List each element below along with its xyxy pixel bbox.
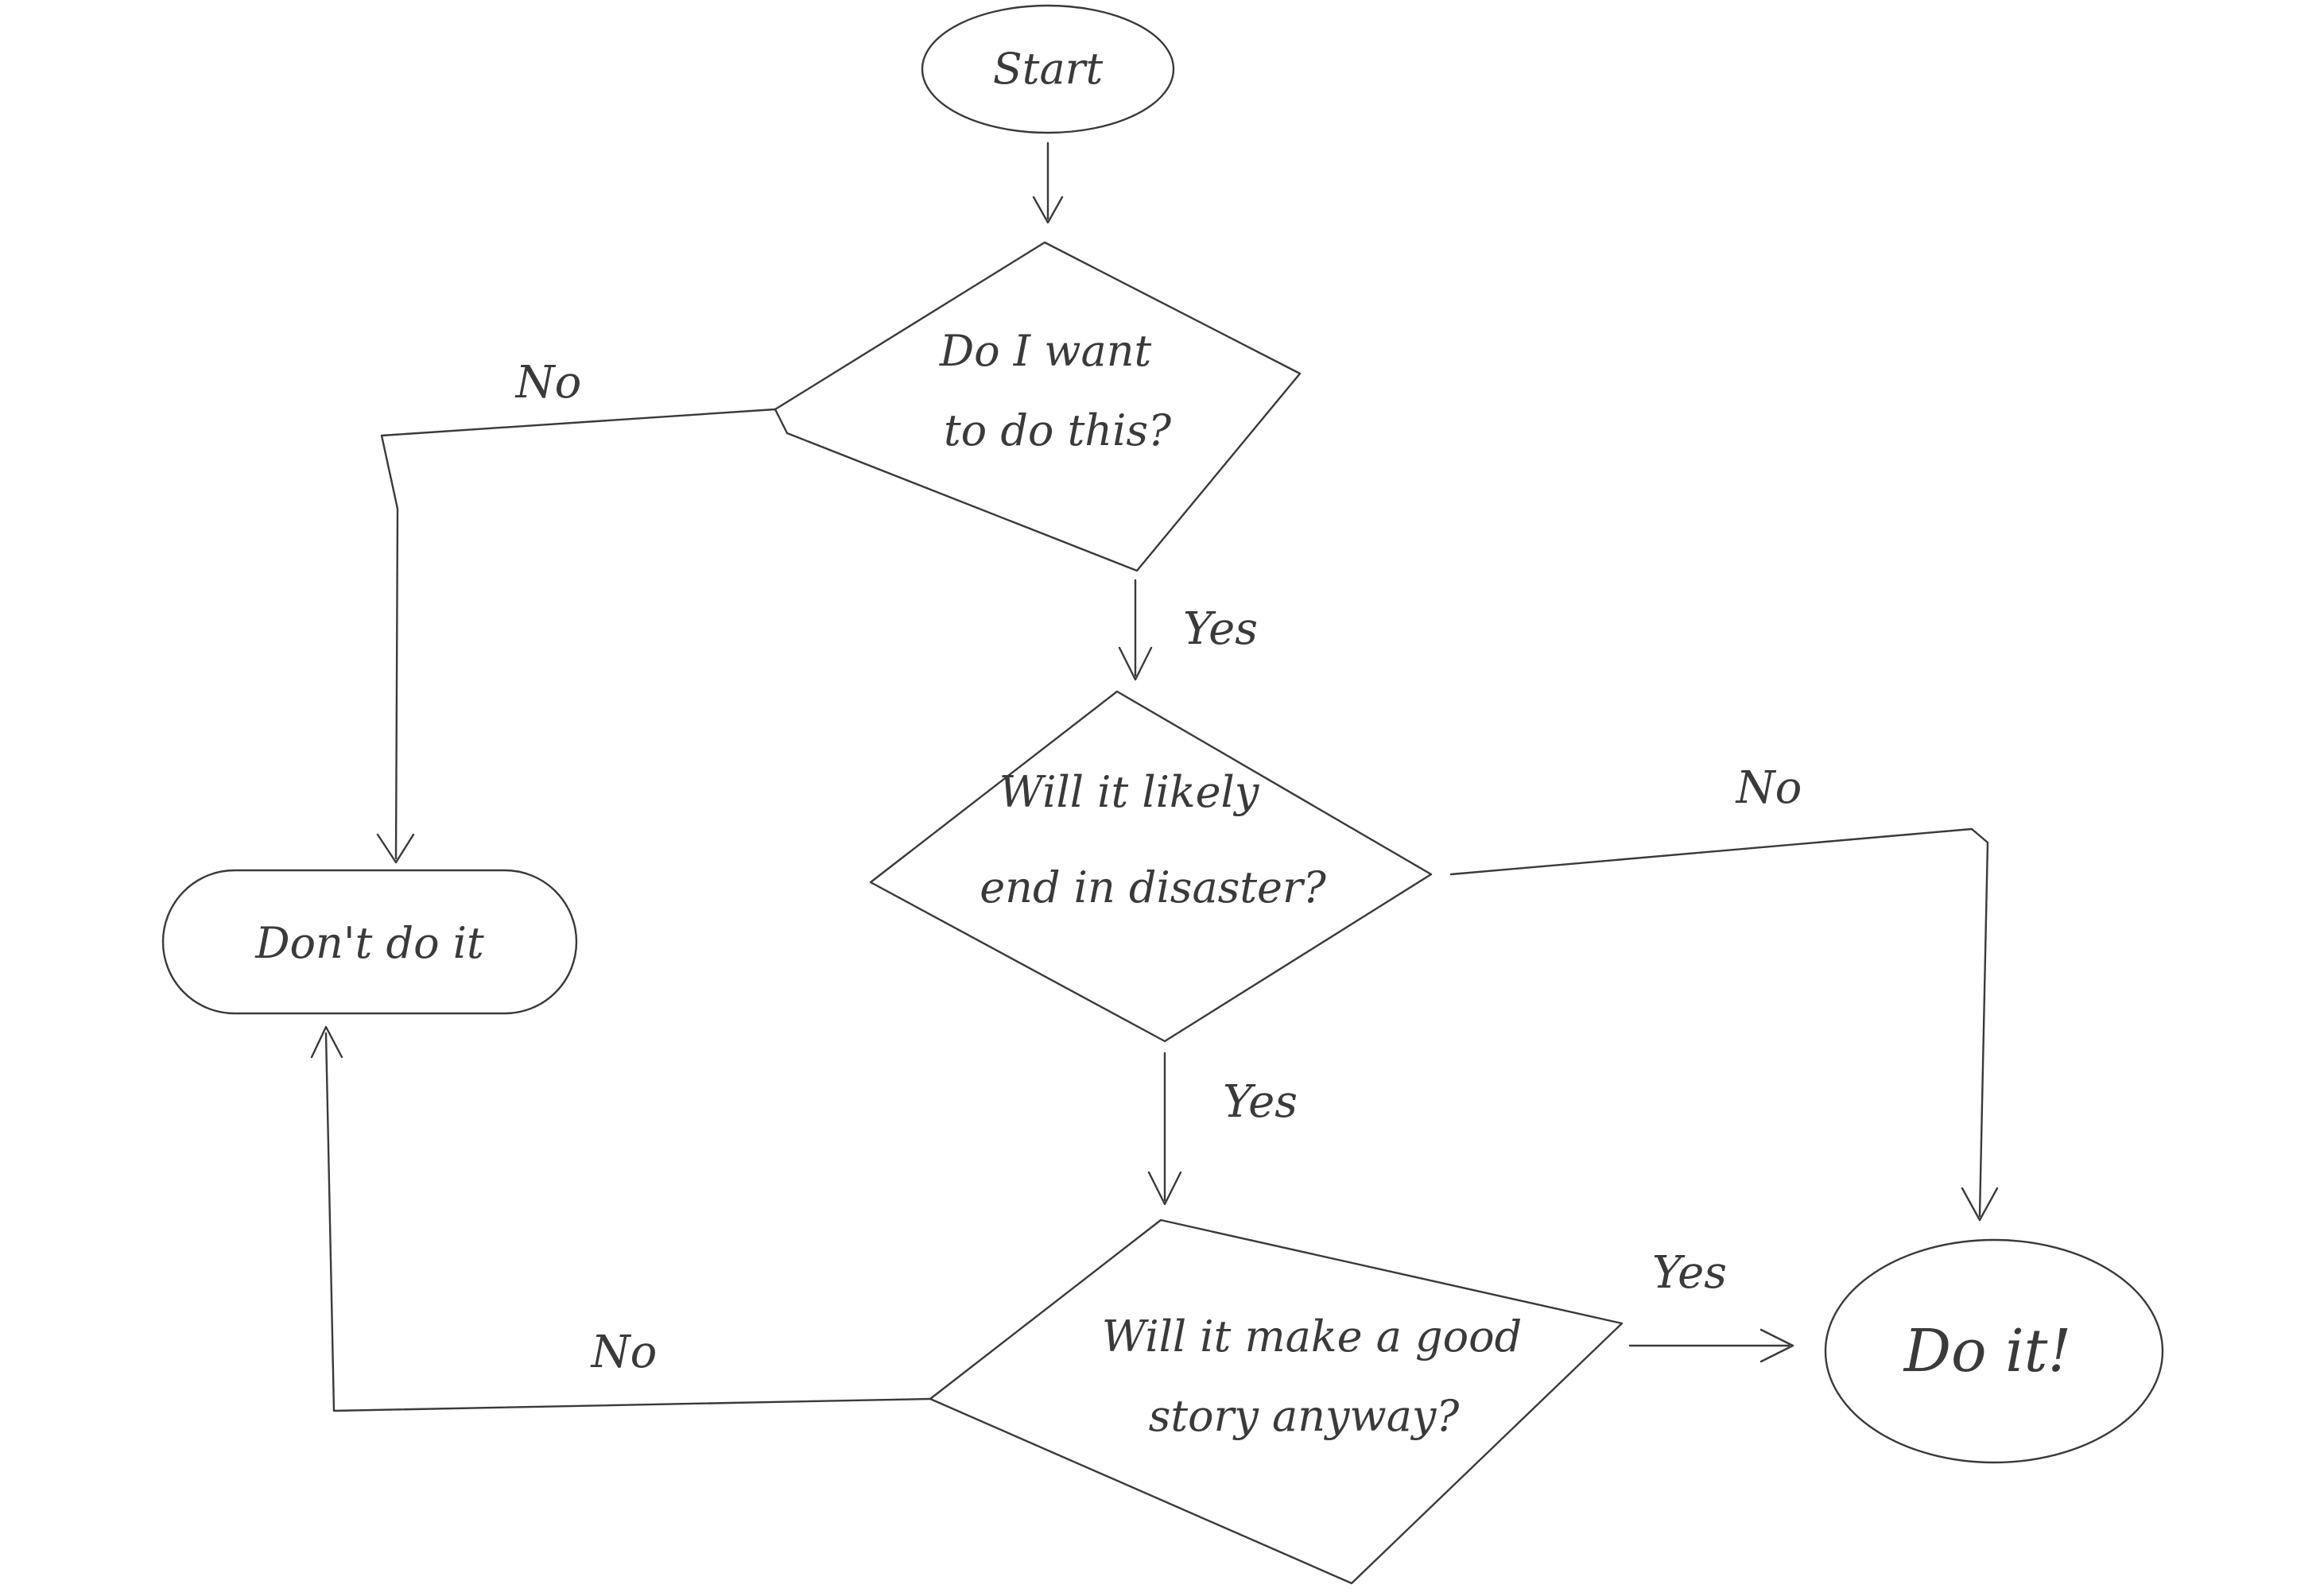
decision-disaster-line1: Will it likely [999,767,1260,817]
decision-disaster-line2: end in disaster? [980,862,1327,912]
edge-start-to-want [1032,141,1064,224]
edge-story-no-label: No [590,1327,658,1378]
start-label: Start [993,44,1104,94]
edge-disaster-no-label: No [1735,762,1802,814]
decision-story-line2: story anyway? [1149,1391,1461,1441]
edge-want-yes: Yes [1118,579,1258,681]
do-it-node: Do it! [1824,1238,2164,1464]
edge-want-no: No [376,357,777,864]
edge-story-yes: Yes [1628,1247,1794,1363]
edge-want-yes-label: Yes [1183,603,1258,655]
edge-story-no: No [310,1025,932,1412]
dont-do-it-label: Don't do it [254,918,484,968]
decision-disaster-node: Will it likely end in disaster? [869,690,1433,1043]
dont-do-it-node: Don't do it [161,869,578,1015]
do-it-label: Do it! [1903,1317,2072,1385]
decision-story-node: Will it make a good story anyway? [929,1218,1624,1585]
edge-disaster-yes: Yes [1147,1052,1298,1206]
edge-want-no-label: No [514,357,582,409]
start-node: Start [921,4,1175,134]
edge-disaster-yes-label: Yes [1223,1076,1298,1128]
decision-want-line2: to do this? [944,405,1172,455]
edge-disaster-no: No [1449,762,1999,1222]
edge-story-yes-label: Yes [1652,1247,1727,1299]
decision-want-line1: Do I want [939,326,1152,376]
decision-story-line1: Will it make a good [1102,1311,1522,1362]
decision-want-node: Do I want to do this? [774,241,1302,572]
